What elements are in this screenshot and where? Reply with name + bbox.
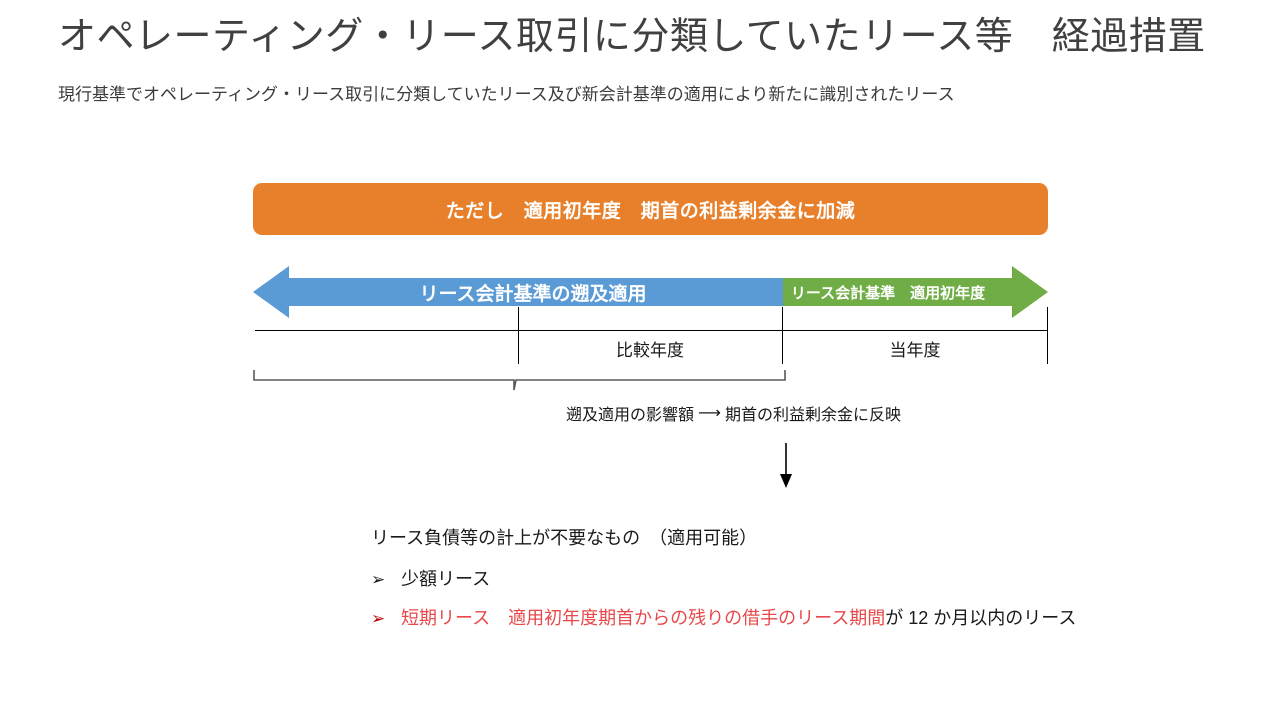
impact-row: 遡及適用の影響額 ⟶ 期首の利益剰余金に反映	[566, 400, 901, 426]
impact-target-label: 期首の利益剰余金に反映	[724, 407, 901, 424]
bottom-lead-text: リース負債等の計上が不要なもの （適用可能）	[371, 528, 758, 548]
arrow-bullet-icon: ➢	[371, 609, 386, 628]
timeline-label-current-year: 当年度	[889, 341, 941, 360]
down-arrow-connector	[770, 443, 802, 489]
retrospective-arrow-icon	[253, 266, 783, 318]
list-item: ➢ 短期リース 適用初年度期首からの残りの借手のリース期間 が 12 か月以内の…	[371, 604, 1076, 630]
bracket-icon	[253, 370, 786, 391]
impact-source-label: 遡及適用の影響額	[566, 407, 695, 424]
page-title: オペレーティング・リース取引に分類していたリース等 経過措置	[58, 16, 1206, 58]
retrospective-period-bracket	[252, 368, 787, 392]
timeline-label-comparative-year: 比較年度	[616, 341, 684, 360]
list-item: ➢ 少額リース	[371, 565, 490, 591]
page-subtitle: 現行基準でオペレーティング・リース取引に分類していたリース及び新会計基準の適用に…	[58, 85, 955, 104]
orange-banner: ただし 適用初年度 期首の利益剰余金に加減	[253, 183, 1048, 235]
timeline-tick-start	[518, 307, 519, 364]
timeline-tick-end	[1047, 307, 1048, 364]
timeline-axis	[255, 330, 1048, 331]
arrow-bullet-icon: ➢	[371, 570, 386, 589]
down-arrow-icon	[780, 443, 792, 488]
arrow-band-shapes	[253, 266, 1048, 318]
timeline-tick-middle	[782, 307, 783, 364]
orange-banner-label: ただし 適用初年度 期首の利益剰余金に加減	[445, 200, 856, 222]
list-item-text: 少額リース	[401, 569, 491, 589]
first-year-arrow-icon	[783, 266, 1048, 318]
list-item-text: が 12 か月以内のリース	[885, 608, 1077, 628]
list-item-text-highlight: 短期リース 適用初年度期首からの残りの借手のリース期間	[401, 608, 886, 628]
arrow-band: リース会計基準の遡及適用 リース会計基準 適用初年度	[253, 264, 1048, 320]
impact-arrow-icon: ⟶	[698, 405, 721, 422]
